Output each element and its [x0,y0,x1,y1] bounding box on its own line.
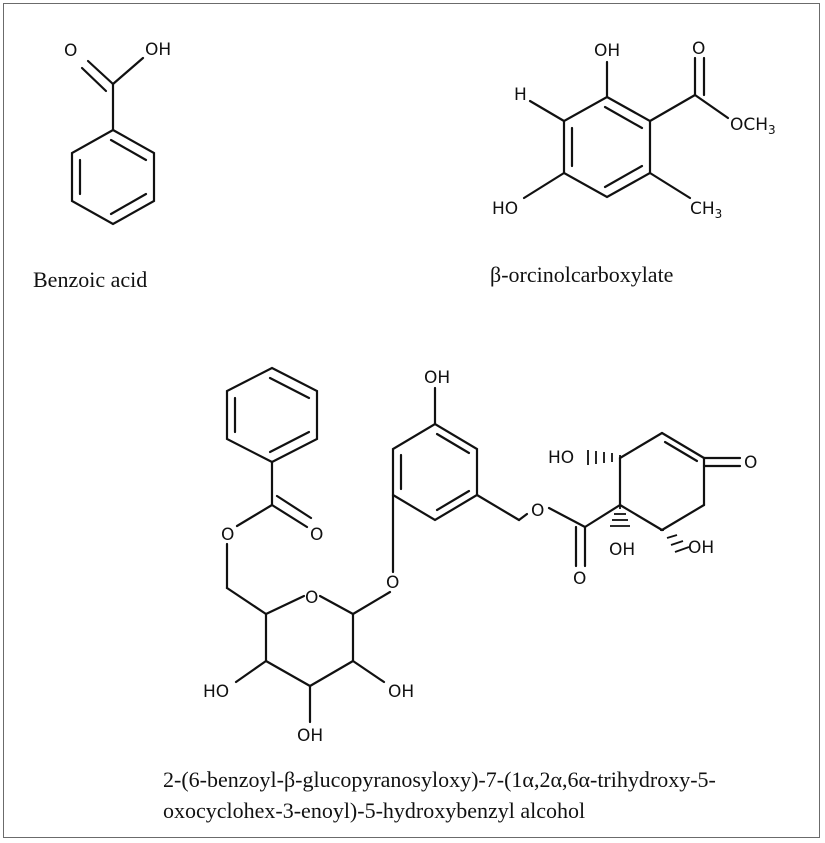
cyclohexene-ring-bond [660,503,706,532]
benzoyl-glucoside-structure: OH O O O O HO OH OH O O HO O OH OH [203,366,757,746]
atom-label: O [310,525,323,545]
sugar-ring-bond [264,594,306,616]
atom-label: OH [388,682,414,702]
atom-label: HO [548,448,574,468]
atom-label: OH [145,40,171,60]
benzoic-acid-carbonyl-bond [80,66,108,93]
cyclohexene-ring-bond [618,431,664,460]
atom-label: O [305,588,318,608]
atom-label: O [744,453,757,473]
benzoyl-benzene-ring [225,366,319,464]
atom-label: OCH3 [730,115,776,137]
glucoside-label-line-2: oxocyclohex-3-enoyl)-5-hydroxybenzyl alc… [163,798,585,823]
benzyl-methylene-bond [475,493,521,522]
orcinolcarboxylate-methyl-bond [648,171,692,200]
hashed-wedge-bond [610,505,630,527]
benzoyl-carbonyl-bond [275,494,313,520]
benzoyl-carbonyl-bond [270,503,309,529]
benzoic-acid-carbonyl-bond [86,59,115,86]
hashed-wedge-bond [660,529,690,553]
methylene-sugar-bond [225,586,268,616]
acyl-cyclohexene-bond [583,503,622,529]
acyl-ester-bond [547,506,587,529]
atom-label: H [514,85,527,105]
sugar-hydroxyl-bond [234,659,268,684]
orcinolcarboxylate-structure: OH O H OCH3 HO CH3 [492,39,776,221]
benzoic-acid-label: Benzoic acid [33,267,147,292]
atom-label: OH [594,41,620,61]
atom-label: HO [203,682,229,702]
hashed-wedge-bond [587,450,621,465]
orcinolcarboxylate-hydrogen-bond [528,99,566,123]
glycosidic-bond [351,590,392,616]
orcinolcarboxylate-label: β-orcinolcarboxylate [490,262,673,287]
atom-label: O [573,569,586,589]
orcinolcarboxylate-aromatic-bond [603,105,644,130]
orcinolcarboxylate-hydroxyl-bond [522,171,566,200]
benzoic-acid-aromatic-bond [109,192,148,216]
figure-frame [3,3,820,838]
benzoic-acid-hydroxyl-bond [111,56,145,86]
benzoyl-aromatic-bond [268,376,311,400]
hydroxybenzyl-benzene-ring [391,422,479,522]
sugar-ring-bond [308,659,355,688]
sugar-ring-bond [264,659,312,688]
sugar-ring-bond [318,594,355,616]
atom-label: O [692,39,705,59]
benzoic-acid-benzene-ring [70,128,156,226]
cyclohexene-ring-bond [618,503,664,532]
benzoic-acid-aromatic-bond [109,138,148,162]
atom-label: HO [492,199,518,219]
atom-label: O [531,501,544,521]
hydroxybenzyl-aromatic-bond [435,432,471,455]
atom-label: O [386,573,399,593]
atom-label: CH3 [690,199,722,221]
orcinolcarboxylate-benzene-ring [562,95,652,199]
hydroxybenzyl-aromatic-bond [435,489,471,512]
benzyl-ester-bond [517,512,529,522]
benzoic-acid-structure: O OH [64,40,171,226]
atom-label: OH [424,368,450,388]
atom-label: OH [688,538,714,558]
glucoside-label-line-1: 2-(6-benzoyl-β-glucopyranosyloxy)-7-(1α,… [163,767,716,792]
sugar-hydroxyl-bond [351,659,386,684]
benzoyl-ester-bond [235,503,274,528]
benzoyl-aromatic-bond [268,430,311,454]
cyclohexene-double-bond [663,440,699,463]
atom-label: OH [297,726,323,746]
cyclohexene-ring-bond [660,431,706,460]
orcinolcarboxylate-methoxy-bond [693,93,730,120]
orcinolcarboxylate-ester-bond [648,93,697,123]
orcinolcarboxylate-aromatic-bond [603,164,644,189]
atom-label: O [64,41,77,61]
atom-label: OH [609,540,635,560]
atom-label: O [221,525,234,545]
